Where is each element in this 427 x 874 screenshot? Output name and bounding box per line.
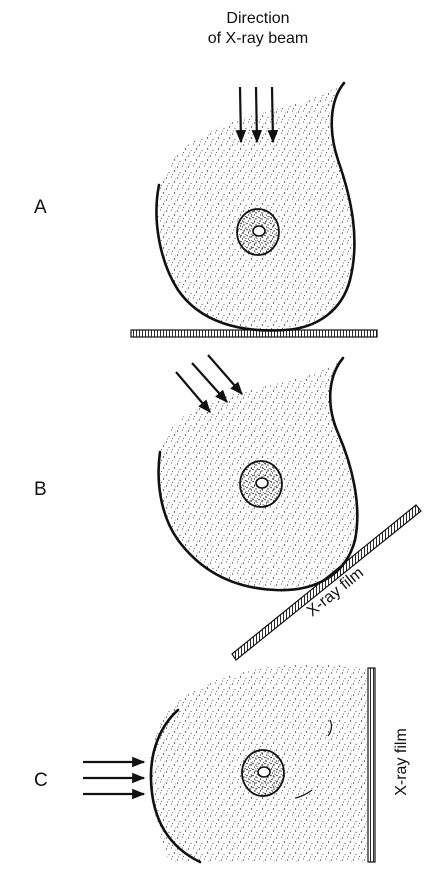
panel-label-b: B bbox=[34, 479, 47, 501]
nipple-c bbox=[242, 750, 284, 796]
header-line-1: Direction bbox=[183, 9, 333, 29]
panel-c bbox=[83, 665, 375, 862]
panel-a bbox=[131, 83, 377, 337]
nipple-a bbox=[237, 209, 279, 255]
panel-b bbox=[159, 355, 421, 660]
panel-label-c: C bbox=[34, 770, 48, 792]
film-plate-c bbox=[368, 668, 375, 862]
film-label-c: X-ray film bbox=[393, 728, 410, 796]
panel-label-a: A bbox=[34, 197, 47, 219]
beam-arrows-c bbox=[83, 762, 144, 794]
nipple-b bbox=[240, 461, 282, 507]
beam-direction-header: Direction of X-ray beam bbox=[183, 9, 333, 49]
film-plate-a bbox=[131, 330, 377, 337]
header-line-2: of X-ray beam bbox=[183, 29, 333, 49]
